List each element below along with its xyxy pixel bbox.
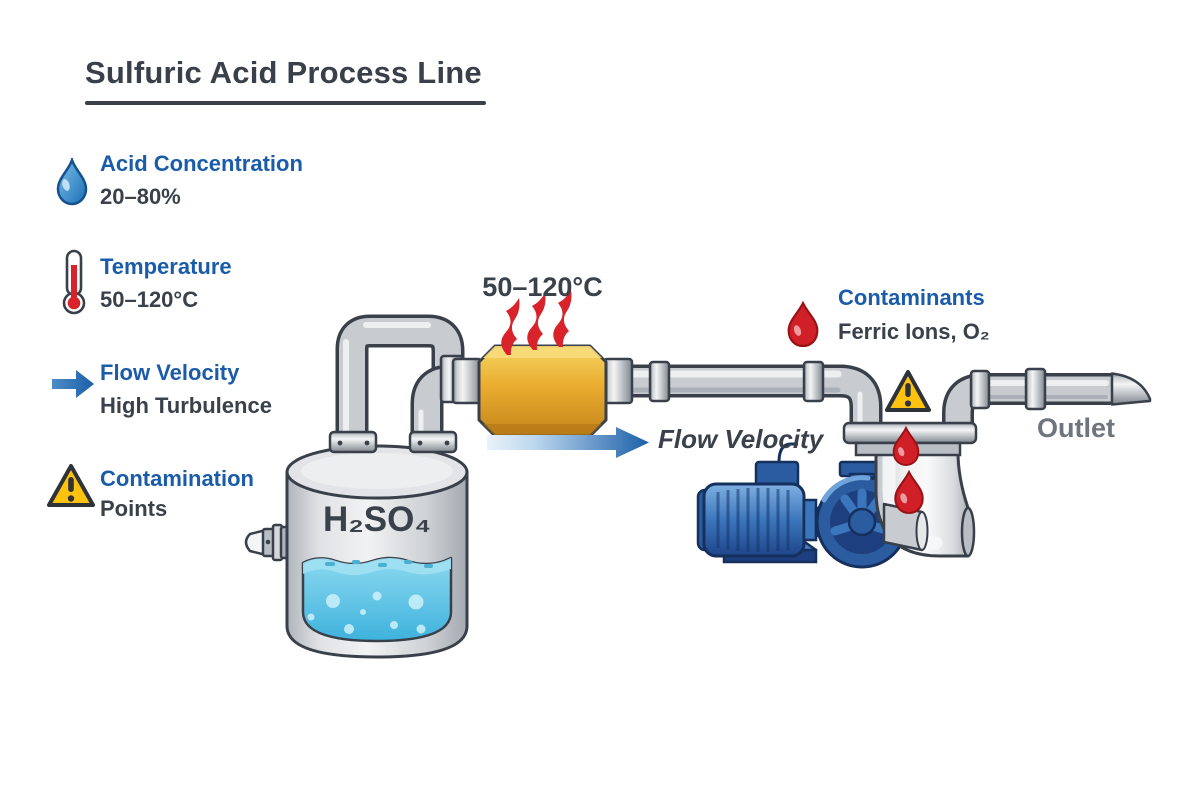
- tank-liquid: [301, 556, 453, 643]
- pipe-coupling: [969, 369, 991, 410]
- heater-temp-label: 50–120°C: [482, 272, 603, 302]
- flow-arrow: [487, 427, 649, 458]
- pump-nozzle: [882, 502, 929, 552]
- outlet-pipe-open-end: [1110, 372, 1152, 406]
- legend-value-temperature: 50–120°C: [100, 287, 199, 312]
- legend-value-contamination: Points: [100, 496, 168, 521]
- tank-label: H₂SO₄: [322, 500, 432, 539]
- droplet-icon: [55, 158, 89, 206]
- pipe-coupling: [802, 360, 825, 403]
- heater: [451, 344, 634, 438]
- contaminants-label: Contaminants: [838, 285, 985, 310]
- storage-tank: [285, 430, 469, 659]
- legend-label-temperature: Temperature: [100, 254, 232, 279]
- flow-velocity-label: Flow Velocity: [658, 424, 824, 454]
- thermometer-icon: [60, 249, 88, 315]
- warning-triangle-marker: [885, 370, 931, 412]
- legend-value-flow-velocity: High Turbulence: [100, 393, 272, 418]
- pipe-coupling: [1024, 367, 1047, 411]
- legend-value-acid-concentration: 20–80%: [100, 184, 181, 209]
- contaminants-value: Ferric Ions, O₂: [838, 319, 990, 344]
- outlet-label: Outlet: [1037, 413, 1115, 443]
- tank-top-flanges: [328, 430, 458, 454]
- title-underline: [85, 101, 486, 105]
- legend-label-contamination: Contamination: [100, 466, 254, 491]
- bridge-pipes: [335, 314, 470, 446]
- contaminant-drops: [892, 427, 924, 515]
- legend-label-acid-concentration: Acid Concentration: [100, 151, 303, 176]
- warning-triangle-icon: [46, 462, 96, 508]
- tank-side-nozzle: [244, 523, 296, 562]
- contaminant-drop-icon: [787, 302, 819, 348]
- flow-arrow-icon: [51, 369, 95, 399]
- pipe-coupling: [648, 360, 671, 403]
- legend-label-flow-velocity: Flow Velocity: [100, 360, 240, 385]
- outlet-pipe: [942, 367, 1152, 429]
- page-title: Sulfuric Acid Process Line: [85, 55, 482, 90]
